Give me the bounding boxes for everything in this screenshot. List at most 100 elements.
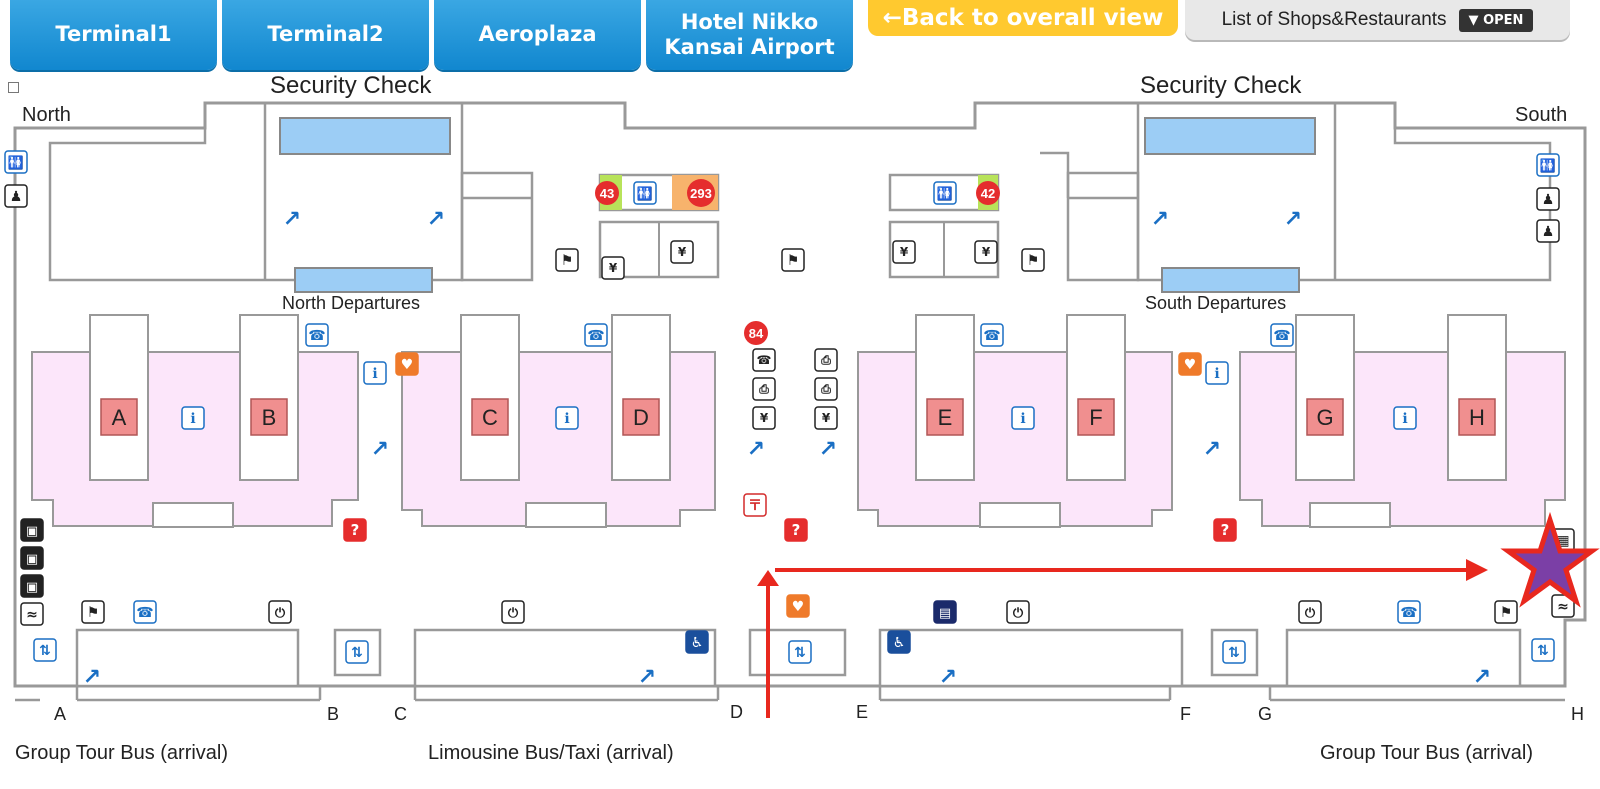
shop-number-42: 42 [981,186,995,201]
baby-care-icon: ♟ [4,184,28,208]
north-label: North [22,104,71,126]
escalator-icon: ↗ [83,665,101,690]
svg-text:↗: ↗ [1203,437,1221,462]
security-check-south: Security Check [1140,72,1302,99]
svg-text:⚑: ⚑ [1027,253,1040,269]
currency-exchange-icon: ¥ [814,406,838,430]
curb-letter-f: F [1180,704,1191,724]
svg-text:⎙: ⎙ [758,382,769,396]
svg-text:¥: ¥ [900,245,909,259]
south-label: South [1515,104,1568,126]
svg-text:ℹ: ℹ [1020,411,1025,427]
baby-care-icon: ♟ [1536,219,1560,243]
svg-text:¥: ¥ [760,411,769,425]
atm-icon: ⎙ [752,377,776,401]
elevator-icon: ⇅ [33,638,57,662]
svg-text:?: ? [1221,521,1230,539]
shop-badge-43 [595,181,619,205]
meeting-point-icon: ⚑ [781,248,805,272]
svg-text:?: ? [351,521,360,539]
information-icon: ℹ [1011,406,1035,430]
svg-text:↗: ↗ [638,665,656,690]
svg-text:ℹ: ℹ [1214,366,1219,382]
restroom-icon: 🚻 [1536,153,1560,177]
svg-text:↗: ↗ [83,665,101,690]
phone-icon: ☎ [980,323,1004,347]
svg-text:⇅: ⇅ [1228,645,1240,661]
gate-b: B [262,405,277,430]
svg-text:▣: ▣ [26,552,38,567]
currency-exchange-icon: ¥ [974,240,998,264]
escalator-icon: ↗ [1203,437,1221,462]
route-arrow [757,559,1488,718]
svg-text:⇅: ⇅ [39,643,51,659]
meeting-point-icon: ⚑ [81,600,105,624]
svg-text:↗: ↗ [1473,665,1491,690]
phone-icon: ☎ [1397,600,1421,624]
svg-text:〒: 〒 [748,498,762,514]
tab-hotel-nikko[interactable]: Hotel Nikko Kansai Airport [646,0,853,70]
shop-badge-84 [744,321,768,345]
gate-h: H [1469,405,1485,430]
back-to-overall-view-button[interactable]: ←Back to overall view [868,0,1178,36]
svg-text:¥: ¥ [678,245,687,259]
restroom-icon: 🚻 [4,150,28,174]
shop-badge-42 [976,181,1000,205]
open-button[interactable]: ▼ OPEN [1458,8,1534,32]
elevator-icon: ⇅ [1222,640,1246,664]
help-icon: ? [1213,518,1237,542]
svg-text:≈: ≈ [26,607,38,623]
current-location-star [1500,511,1600,608]
restroom-icon: 🚻 [933,181,957,205]
internet-icon: ▤ [933,600,957,624]
svg-text:⇅: ⇅ [794,645,806,661]
svg-text:🚻: 🚻 [8,155,24,171]
currency-exchange-icon: ¥ [892,240,916,264]
curb-letter-a: A [54,704,67,724]
elevator-icon: ⇅ [345,640,369,664]
svg-text:↗: ↗ [747,437,765,462]
svg-text:▣: ▣ [26,580,38,595]
escalator-icon: ↗ [747,437,765,462]
svg-text:🚻: 🚻 [937,186,953,202]
meeting-point-icon: ⚑ [1021,248,1045,272]
escalator-icon: ↗ [1151,207,1169,232]
checkbox-icon[interactable] [8,82,19,93]
information-icon: ℹ [181,406,205,430]
currency-exchange-icon: ¥ [752,406,776,430]
outlet-icon: ⏻ [1298,600,1322,624]
security-areas [48,101,1552,282]
elevator-icon: ⇅ [1531,638,1555,662]
tab-aeroplaza[interactable]: Aeroplaza [434,0,641,70]
shop-number-84: 84 [749,326,764,341]
svg-text:♟: ♟ [1542,224,1555,240]
svg-text:⇅: ⇅ [351,645,363,661]
svg-text:¥: ¥ [982,245,991,259]
accessible-icon: ♿ [887,630,911,654]
phone-icon: ☎ [305,323,329,347]
information-icon: ℹ [363,361,387,385]
svg-text:⚑: ⚑ [1500,605,1513,621]
south-departures-label: South Departures [1145,293,1287,313]
escalator-icon: ↗ [283,207,301,232]
icon-layer: 🚻♟🚻♟♟🚻🚻↗↗↗↗↗↗↗↗↗↗↗↗⚑⚑⚑⚑⚑¥¥¥¥¥¥☎⎙⎙⎙☎☎☎☎☎☎… [4,150,1575,690]
outlet-icon: ⏻ [1006,600,1030,624]
luggage-icon: ▣ [20,574,44,598]
phone-icon: ☎ [1270,323,1294,347]
tab-terminal2[interactable]: Terminal2 [222,0,429,70]
elevator-icon: ⇅ [788,640,812,664]
svg-text:⏻: ⏻ [1013,606,1024,621]
escalator-icon: ↗ [638,665,656,690]
svg-text:☎: ☎ [587,328,604,344]
accessible-icon: ♿ [685,630,709,654]
svg-text:↗: ↗ [939,665,957,690]
restroom-icon: 🚻 [633,181,657,205]
svg-text:↗: ↗ [371,437,389,462]
atm-icon: ⎙ [814,348,838,372]
meeting-point-icon: ⚑ [1494,600,1518,624]
information-icon: ℹ [555,406,579,430]
tab-terminal1[interactable]: Terminal1 [10,0,217,70]
escalator-icon: ↗ [819,437,837,462]
svg-text:♥: ♥ [401,357,414,373]
group-tour-bus-right: Group Tour Bus (arrival) [1320,742,1534,764]
